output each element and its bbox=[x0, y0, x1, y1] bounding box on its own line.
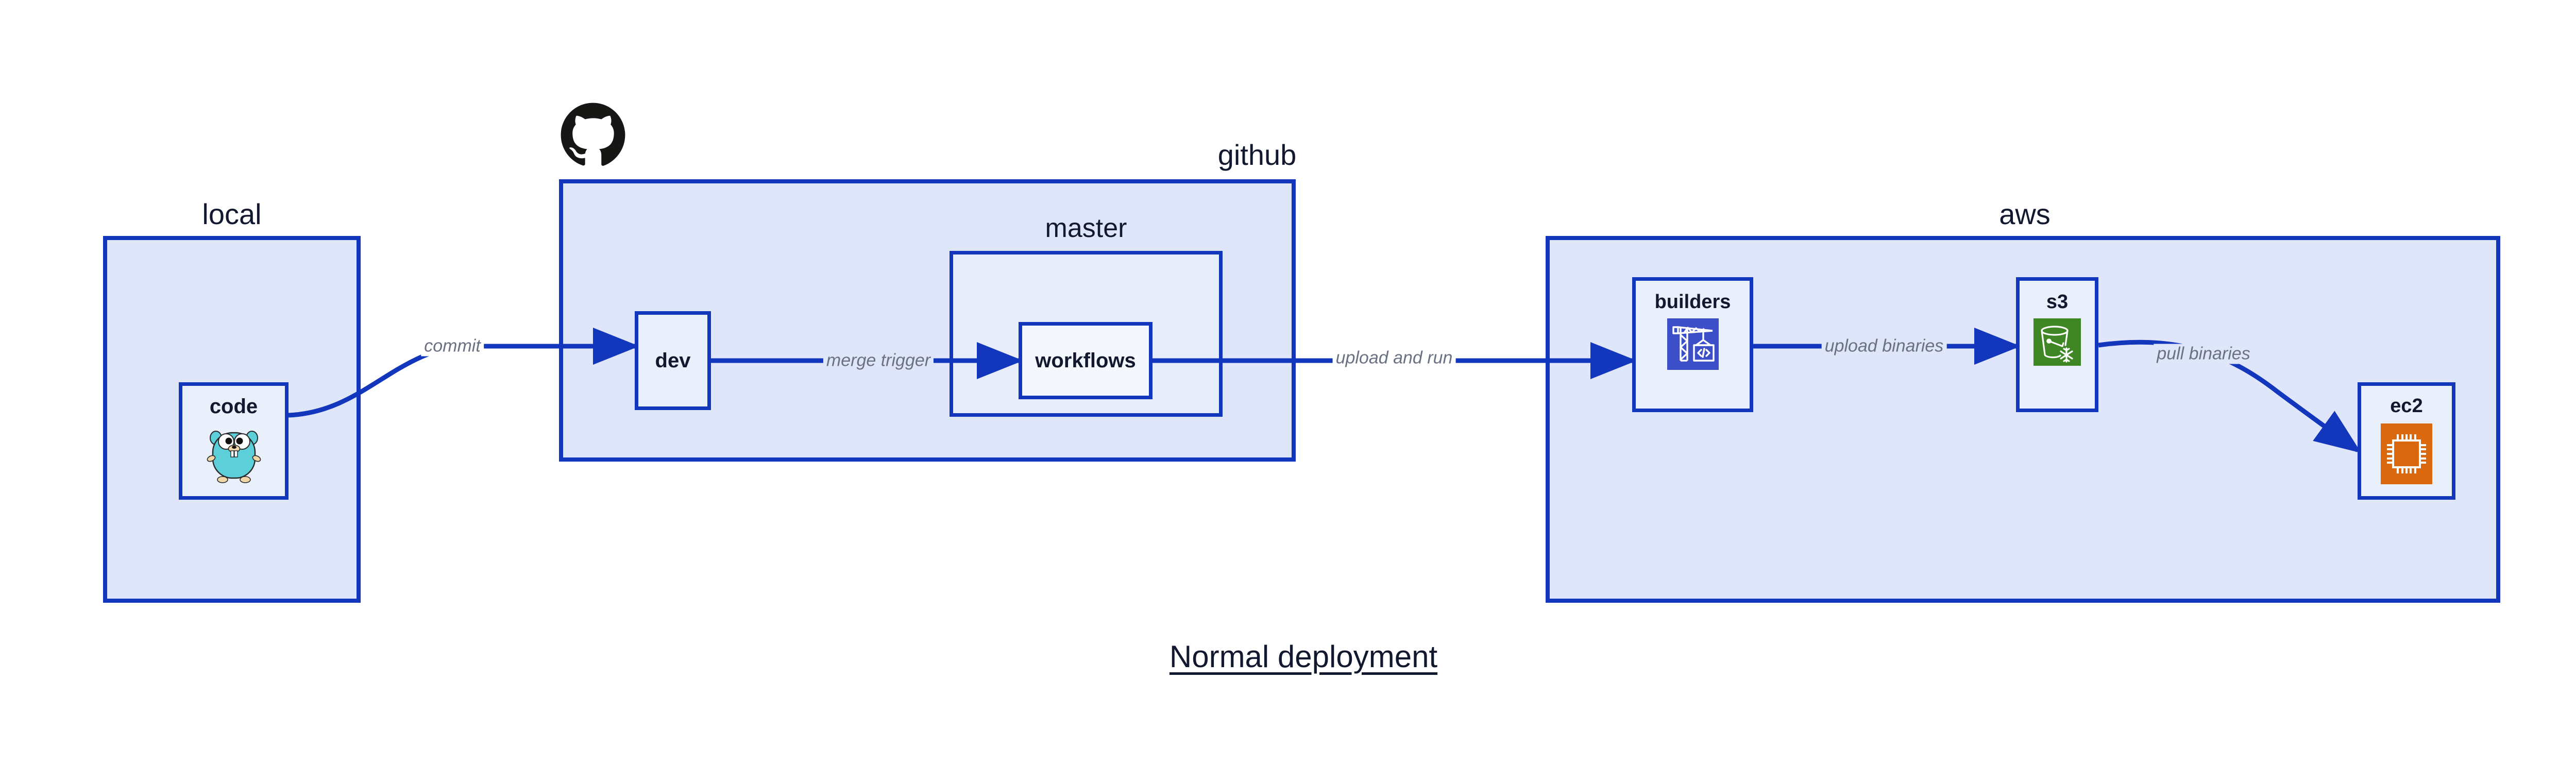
group-github-label: github bbox=[1217, 139, 1297, 171]
aws-codebuild-crane-icon bbox=[1667, 318, 1719, 370]
node-code[interactable]: code bbox=[179, 382, 289, 500]
edge-label-merge-trigger: merge trigger bbox=[823, 350, 934, 371]
edge-label-commit: commit bbox=[421, 336, 484, 356]
group-local-label: local bbox=[202, 198, 262, 230]
node-s3-label: s3 bbox=[2046, 291, 2069, 313]
edge-label-pull-binaries: pull binaries bbox=[2154, 344, 2253, 364]
go-gopher-icon bbox=[207, 431, 261, 483]
group-master-label: master bbox=[1045, 213, 1127, 243]
node-ec2[interactable]: ec2 bbox=[2358, 382, 2455, 500]
edge-label-upload-binaries: upload binaries bbox=[1821, 336, 1947, 356]
node-code-label: code bbox=[209, 395, 258, 418]
node-workflows-label: workflows bbox=[1035, 349, 1136, 372]
node-dev[interactable]: dev bbox=[635, 311, 711, 410]
node-ec2-label: ec2 bbox=[2390, 395, 2423, 417]
node-dev-label: dev bbox=[655, 349, 691, 372]
page-title: Normal deployment bbox=[1169, 639, 1438, 674]
group-aws-label: aws bbox=[1999, 198, 2050, 230]
aws-ec2-chip-icon bbox=[2381, 423, 2432, 484]
aws-s3-bucket-icon bbox=[2033, 318, 2081, 366]
node-s3[interactable]: s3 bbox=[2016, 277, 2098, 412]
node-builders-label: builders bbox=[1654, 291, 1731, 313]
github-octocat-logo bbox=[561, 103, 625, 166]
node-workflows[interactable]: workflows bbox=[1019, 322, 1153, 399]
edge-label-upload-and-run: upload and run bbox=[1332, 348, 1456, 368]
node-builders[interactable]: builders bbox=[1632, 277, 1753, 412]
